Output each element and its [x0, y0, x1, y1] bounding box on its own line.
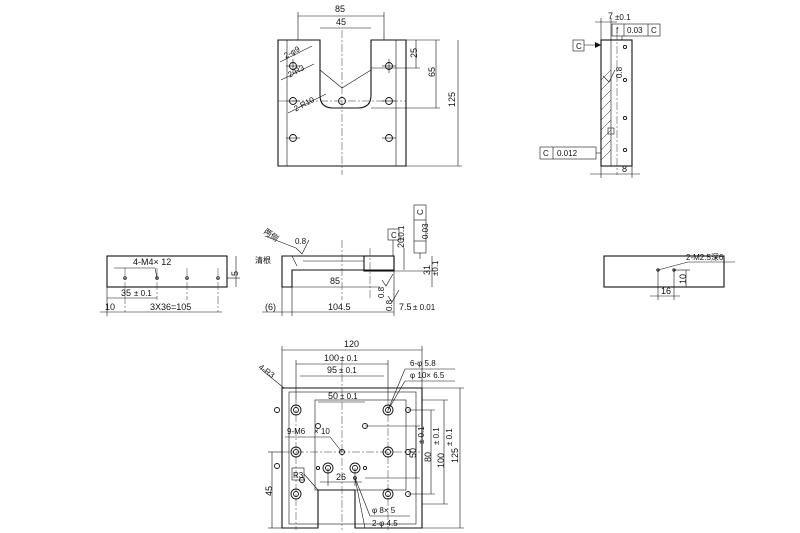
front-left-dim-35-tol: ± 0.1	[134, 289, 152, 298]
side-perp-ref: C	[543, 149, 549, 158]
side-datum-c: C	[576, 42, 582, 51]
side-flat-ref: C	[651, 26, 657, 35]
front-center-rough-b: 0.8	[377, 286, 386, 298]
bottom-note-6phi: 6-φ 5.8	[410, 359, 436, 368]
front-center-dim-104: 104.5	[328, 302, 351, 312]
front-center-dim-75: 7.5	[399, 302, 412, 312]
top-dim-125: 125	[447, 92, 457, 107]
bottom-note-m6b: × 10	[314, 427, 330, 436]
front-center-flat-val: 0.03	[421, 223, 430, 239]
bottom-note-m6: 9-M6	[287, 427, 306, 436]
top-note-2phi9: 2-φ9	[282, 44, 302, 60]
front-center-flat-ref: C	[416, 209, 425, 215]
bottom-dim-50: 50	[328, 391, 338, 401]
side-dim-8: 8	[622, 164, 627, 174]
bottom-dim-100v-tol: ± 0.1	[445, 428, 454, 446]
bottom-note-8phi: φ 8× 5	[372, 506, 396, 515]
front-right-view: 2-M2.5深6 10 16	[603, 253, 735, 300]
front-center-dim-31-tol: ±0.1	[431, 260, 440, 276]
bottom-note-10phi: φ 10× 6.5	[410, 371, 445, 380]
bottom-dim-95-tol: ± 0.1	[339, 366, 357, 375]
bottom-dim-100-tol: ± 0.1	[340, 354, 358, 363]
side-view-hatching	[600, 69, 612, 161]
side-dim-7: 7	[608, 11, 613, 21]
bottom-note-2phi: 2-φ 4.5	[372, 519, 398, 528]
front-center-dim-85: 85	[330, 276, 340, 286]
front-left-dim-35: 35	[121, 288, 131, 298]
front-left-outline	[106, 255, 228, 288]
bottom-dim-26: 26	[336, 472, 346, 482]
front-center-dim-20: 20	[396, 238, 406, 248]
bottom-dim-80v: 80	[423, 452, 433, 462]
bottom-view: 120 100 ± 0.1 95 ± 0.1 50 ± 0.1 4-R3 6-φ…	[257, 339, 464, 530]
front-left-note-m4: 4-M4× 12	[133, 257, 171, 267]
front-center-view: 0.8 两侧 清根 C 20 ±0.1 0.03 C 31 ±0.1 85 (6…	[255, 204, 440, 316]
top-dim-25: 25	[409, 48, 419, 58]
front-right-dim-16: 16	[661, 286, 671, 296]
bottom-dim-50v: 50	[408, 448, 418, 458]
front-left-dim-5: 5	[230, 271, 240, 276]
bottom-dim-100v: 100	[436, 453, 446, 468]
bottom-dim-95: 95	[327, 365, 337, 375]
side-dim-7-tol: ±0.1	[615, 13, 631, 22]
front-center-rough-c: 0.8	[385, 299, 394, 311]
top-dim-45: 45	[336, 17, 346, 27]
bottom-dim-45: 45	[264, 486, 274, 496]
bottom-dim-120: 120	[344, 339, 359, 349]
bottom-dim-50-tol: ± 0.1	[340, 392, 358, 401]
front-left-dim-3x35: 3X36=105	[150, 302, 191, 312]
bottom-dim-125: 125	[450, 448, 460, 463]
bottom-dim-50v-tol: ± 0.1	[417, 426, 426, 444]
side-view-outline	[600, 39, 633, 167]
front-right-dim-10: 10	[678, 274, 688, 284]
side-view: 7 ±0.1 f 0.03 C C 0.8 C 0.012 8	[539, 11, 661, 178]
bottom-dim-80v-tol: ± 0.1	[432, 427, 441, 445]
side-perp-val: 0.012	[557, 149, 578, 158]
bottom-dim-100: 100	[324, 353, 339, 363]
front-center-dim-20-tol: ±0.1	[397, 225, 406, 241]
front-center-dim-6: (6)	[265, 302, 276, 312]
front-center-dim-31: 31	[422, 265, 432, 275]
front-left-view: 4-M4× 12 5 35 ± 0.1 10 3X36=105	[100, 255, 240, 316]
side-flat-val: 0.03	[627, 26, 643, 35]
front-right-note-m25: 2-M2.5深6	[686, 253, 724, 262]
side-rough: 0.8	[615, 66, 624, 78]
top-view-outline	[277, 39, 407, 167]
top-view: 85 45 25 65 125 2-φ9 2-R3 2-R10	[277, 4, 462, 175]
bottom-view-holes	[274, 404, 411, 500]
top-note-2r10: 2-R10	[292, 95, 316, 113]
front-center-datum-c: C	[391, 231, 397, 240]
front-center-dim-75-tol: ± 0.01	[413, 303, 436, 312]
bottom-view-outline	[281, 387, 423, 529]
top-dim-65: 65	[427, 67, 437, 77]
front-right-outline	[603, 255, 725, 288]
side-flat-sym: f	[616, 26, 619, 35]
bottom-note-r3: R3	[293, 471, 304, 480]
front-center-rough-a: 0.8	[295, 237, 307, 246]
bottom-note-4r3: 4-R3	[257, 362, 277, 380]
top-dim-85: 85	[335, 4, 345, 14]
front-center-clean-root: 清根	[255, 255, 271, 265]
front-left-dim-10: 10	[105, 302, 115, 312]
